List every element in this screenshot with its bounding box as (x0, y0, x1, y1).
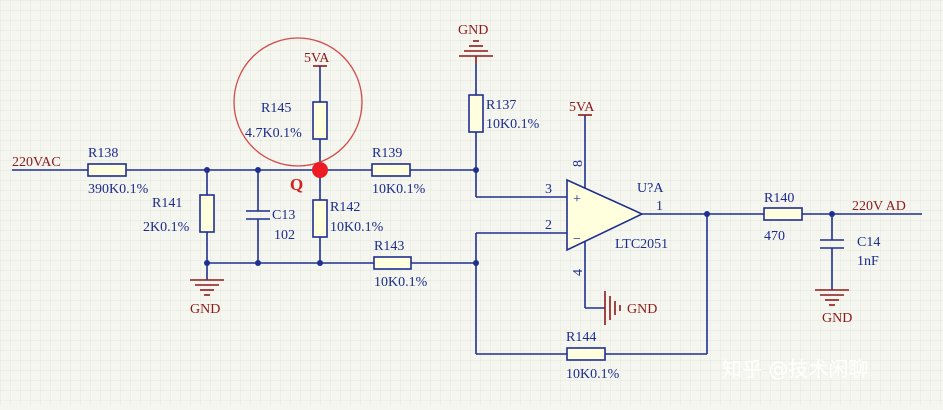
c13-ref: C13 (272, 208, 295, 223)
ground-icon (815, 289, 849, 306)
resistor-r141 (199, 194, 215, 233)
r144-value: 10K0.1% (566, 367, 620, 382)
junctions (204, 167, 835, 266)
r145-value: 4.7K0.1% (245, 126, 302, 141)
c14-value: 1nF (857, 254, 879, 269)
opamp-part: LTC2051 (615, 237, 668, 252)
node-q-marker (312, 162, 328, 178)
c13-value: 102 (274, 228, 295, 243)
pin-label-2: 2 (545, 218, 552, 233)
r144-ref: R144 (566, 330, 596, 345)
pin-label-3: 3 (545, 182, 552, 197)
junction-dot (204, 167, 210, 173)
resistor-r145 (312, 101, 328, 140)
r143-ref: R143 (374, 239, 404, 254)
ground-icon (190, 279, 224, 296)
opamp-plus-sign: + (573, 192, 581, 207)
junction-dot (829, 211, 835, 217)
c14-ref: C14 (857, 235, 880, 250)
wires (12, 64, 922, 355)
r138-value: 390K0.1% (88, 182, 149, 197)
net-input-label: 220VAC (12, 155, 61, 170)
net-gnd-amp: GND (627, 302, 657, 317)
highlight-circle (233, 37, 363, 167)
node-q-label: Q (290, 175, 303, 194)
pin-label-4: 4 (571, 269, 586, 276)
resistor-r142 (312, 199, 328, 238)
r140-value: 470 (764, 229, 785, 244)
resistor-r137 (468, 94, 484, 133)
r139-ref: R139 (372, 146, 402, 161)
net-gnd-left: GND (190, 302, 220, 317)
power-symbols (190, 40, 849, 325)
junction-dot (255, 167, 261, 173)
net-5va-top: 5VA (304, 51, 330, 66)
net-output-label: 220V AD (852, 199, 906, 214)
ground-icon (459, 40, 493, 64)
r141-ref: R141 (152, 196, 182, 211)
r138-ref: R138 (88, 146, 118, 161)
opamp-triangle (566, 178, 644, 252)
r137-ref: R137 (486, 98, 516, 113)
resistor-r138 (87, 163, 127, 177)
resistor-r140 (763, 207, 803, 221)
r140-ref: R140 (764, 191, 794, 206)
capacitors (246, 210, 844, 249)
net-gnd-right: GND (822, 311, 852, 326)
pin-label-8: 8 (571, 160, 586, 167)
opamp-ref: U?A (637, 181, 664, 196)
junction-dot (704, 211, 710, 217)
junction-dot (255, 260, 261, 266)
r137-value: 10K0.1% (486, 117, 540, 132)
r141-value: 2K0.1% (143, 220, 190, 235)
r145-ref: R145 (261, 101, 291, 116)
opamp-minus-sign: − (573, 232, 581, 247)
r143-value: 10K0.1% (374, 275, 428, 290)
junction-dot (204, 260, 210, 266)
pin-label-1: 1 (656, 199, 663, 214)
junction-dot (473, 167, 479, 173)
resistors (87, 94, 803, 361)
r142-value: 10K0.1% (330, 220, 384, 235)
resistor-r143 (373, 256, 412, 270)
junction-dot (317, 260, 323, 266)
resistor-r139 (371, 163, 411, 177)
resistor-r144 (566, 347, 606, 361)
r139-value: 10K0.1% (372, 182, 426, 197)
net-gnd-top: GND (458, 23, 488, 38)
net-5va-amp: 5VA (569, 100, 595, 115)
junction-dot (473, 260, 479, 266)
r142-ref: R142 (330, 200, 360, 215)
opamp-ltc2051: + − 3 2 1 8 4 U?A LTC2051 (545, 160, 668, 276)
ground-icon (604, 291, 621, 325)
watermark-text: 知乎 @技术闲聊 (722, 357, 868, 381)
